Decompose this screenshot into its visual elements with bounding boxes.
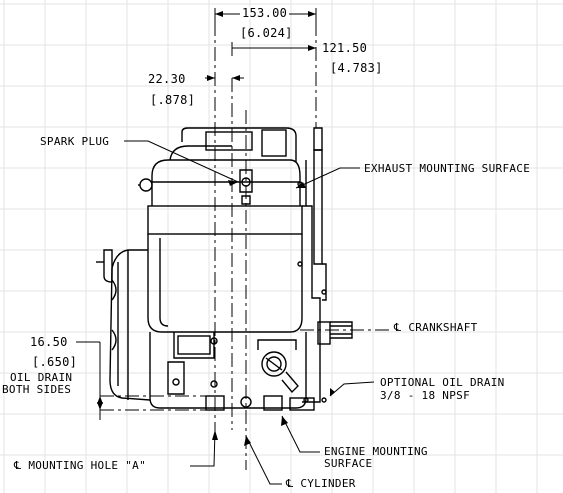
centerline-symbol: ℄ — [14, 459, 22, 472]
engine-outline — [96, 127, 353, 411]
arrowheads — [97, 11, 335, 446]
dimension-lines — [76, 8, 375, 485]
mounting-hole-callout: ℄ MOUNTING HOLE "A" — [14, 460, 146, 472]
exhaust-leader — [295, 167, 360, 189]
crankshaft-label: CRANKSHAFT — [408, 321, 478, 334]
crankshaft-callout: ℄ CRANKSHAFT — [394, 322, 478, 334]
optional-oil-drain-label-line2: 3/8 - 18 NPSF — [380, 389, 470, 402]
mounting-hole-leader — [190, 429, 216, 467]
base-height-in: [.650] — [32, 355, 78, 369]
overall-width-in: [6.024] — [240, 26, 293, 40]
engine-mounting-label-line2: SURFACE — [324, 457, 373, 470]
optional-oil-drain-label-line1: OPTIONAL OIL DRAIN — [380, 376, 505, 389]
exhaust-surface-label: EXHAUST MOUNTING SURFACE — [364, 162, 531, 175]
cylinder-leader — [245, 435, 282, 485]
optional-oil-drain-leader — [329, 381, 375, 397]
spark-plug-leader — [124, 140, 239, 183]
spark-offset-in: [.878] — [150, 93, 196, 107]
centerlines — [100, 22, 390, 470]
overall-width-mm: 153.00 — [240, 6, 290, 20]
mounting-hole-label: MOUNTING HOLE "A" — [28, 459, 146, 472]
centerline-symbol: ℄ — [394, 321, 402, 334]
spark-offset-mm: 22.30 — [148, 72, 186, 86]
crank-offset-in: [4.783] — [330, 61, 383, 75]
crank-offset-mm: 121.50 — [322, 41, 368, 55]
engine-mounting-label-line1: ENGINE MOUNTING — [324, 445, 428, 458]
engine-mounting-leader — [281, 415, 320, 453]
oil-drain-label-line2: BOTH SIDES — [2, 383, 72, 396]
centerline-symbol: ℄ — [286, 477, 294, 490]
cylinder-label: CYLINDER — [300, 477, 356, 490]
oil-drain-label-line1: OIL DRAIN — [10, 371, 73, 384]
base-height-mm: 16.50 — [30, 335, 68, 349]
spark-plug-label: SPARK PLUG — [40, 135, 110, 148]
cylinder-callout: ℄ CYLINDER — [286, 478, 356, 490]
